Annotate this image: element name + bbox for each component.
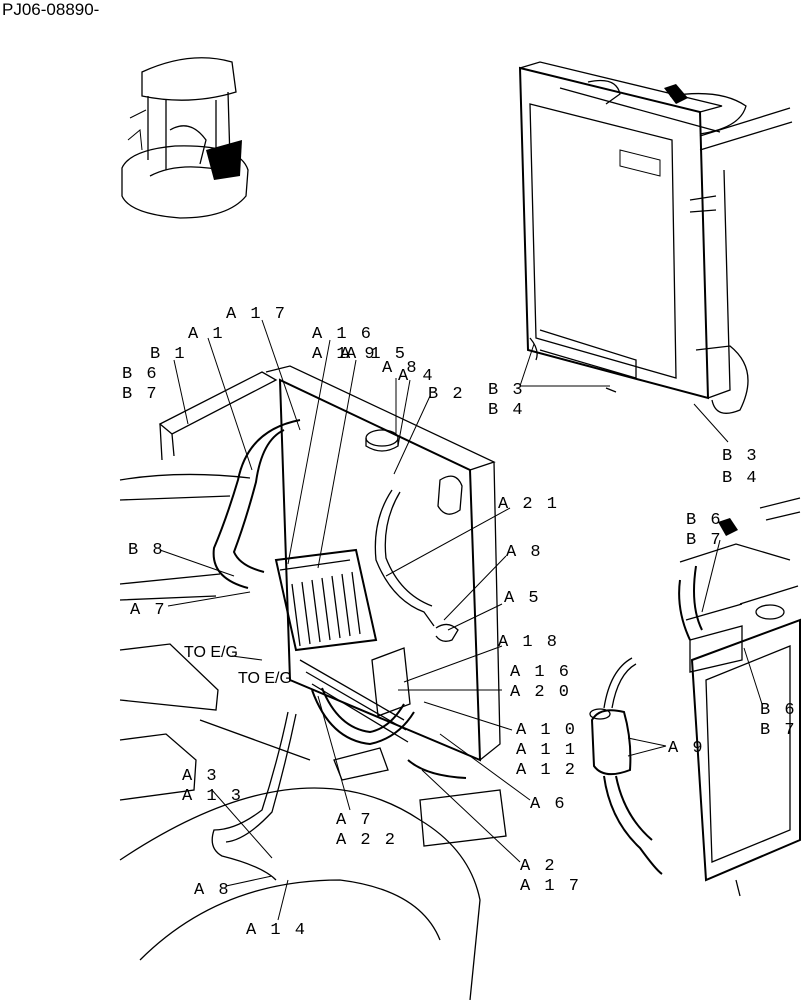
callout-B7-left: B 7 bbox=[122, 385, 159, 404]
callout-A16-right: A 1 6 bbox=[510, 663, 571, 682]
callout-A14: A 1 4 bbox=[246, 921, 307, 940]
callout-B4-top-right: B 4 bbox=[722, 469, 759, 488]
callout-labels: TO E/G TO E/G A 1 7 A 1 A 1 6 A 1 A 9 A … bbox=[122, 305, 797, 940]
callout-A2: A 2 bbox=[520, 857, 557, 876]
page-id: PJ06-08890- bbox=[2, 0, 100, 19]
callout-B7-right: B 7 bbox=[686, 531, 723, 550]
callout-A7-bottom: A 7 bbox=[336, 811, 373, 830]
callout-B2: B 2 bbox=[428, 385, 465, 404]
callout-A20: A 2 0 bbox=[510, 683, 571, 702]
callout-A8-top: A 8 bbox=[382, 359, 419, 378]
leader-lines bbox=[159, 319, 763, 921]
callout-A10: A 1 0 bbox=[516, 721, 577, 740]
callout-A22: A 2 2 bbox=[336, 831, 397, 850]
callout-A6: A 6 bbox=[530, 795, 567, 814]
callout-A8-mid: A 8 bbox=[506, 543, 543, 562]
callout-A17-bottom: A 1 7 bbox=[520, 877, 581, 896]
callout-B6-right: B 6 bbox=[686, 511, 723, 530]
callout-A7-left: A 7 bbox=[130, 601, 167, 620]
callout-B3-top-right: B 3 bbox=[722, 447, 759, 466]
callout-B7-right-bottom: B 7 bbox=[760, 721, 797, 740]
callout-A3: A 3 bbox=[182, 767, 219, 786]
radiator-assembly-top-right bbox=[518, 61, 793, 414]
callout-A21: A 2 1 bbox=[498, 495, 559, 514]
callout-A9-right: A 9 bbox=[668, 739, 705, 758]
callout-A12: A 1 2 bbox=[516, 761, 577, 780]
callout-A16-top: A 1 6 bbox=[312, 325, 373, 344]
callout-A5: A 5 bbox=[504, 589, 541, 608]
radiator-with-reservoir-right bbox=[589, 497, 801, 897]
callout-B1: B 1 bbox=[150, 345, 187, 364]
machine-frame-outline bbox=[119, 473, 481, 1000]
callout-A15: A 1 5 bbox=[346, 345, 407, 364]
callout-B3-top-left: B 3 bbox=[488, 381, 525, 400]
flow-label-to-eg-2: TO E/G bbox=[238, 670, 292, 687]
callout-B6-left: B 6 bbox=[122, 365, 159, 384]
callout-A13: A 1 3 bbox=[182, 787, 243, 806]
callout-A11: A 1 1 bbox=[516, 741, 577, 760]
callout-A4: A 4 bbox=[398, 367, 435, 386]
callout-A8-bottom: A 8 bbox=[194, 881, 231, 900]
callout-B6-right-bottom: B 6 bbox=[760, 701, 797, 720]
callout-B4-top-left: B 4 bbox=[488, 401, 525, 420]
callout-A1-mid: A 1 bbox=[312, 345, 349, 364]
callout-A17-top: A 1 7 bbox=[226, 305, 287, 324]
callout-B8: B 8 bbox=[128, 541, 165, 560]
flow-label-to-eg-1: TO E/G bbox=[184, 644, 238, 661]
callout-A9-top: A 9 bbox=[340, 345, 377, 364]
machine-overview-thumbnail bbox=[121, 57, 249, 219]
callout-A1: A 1 bbox=[188, 325, 225, 344]
callout-A18: A 1 8 bbox=[498, 633, 559, 652]
